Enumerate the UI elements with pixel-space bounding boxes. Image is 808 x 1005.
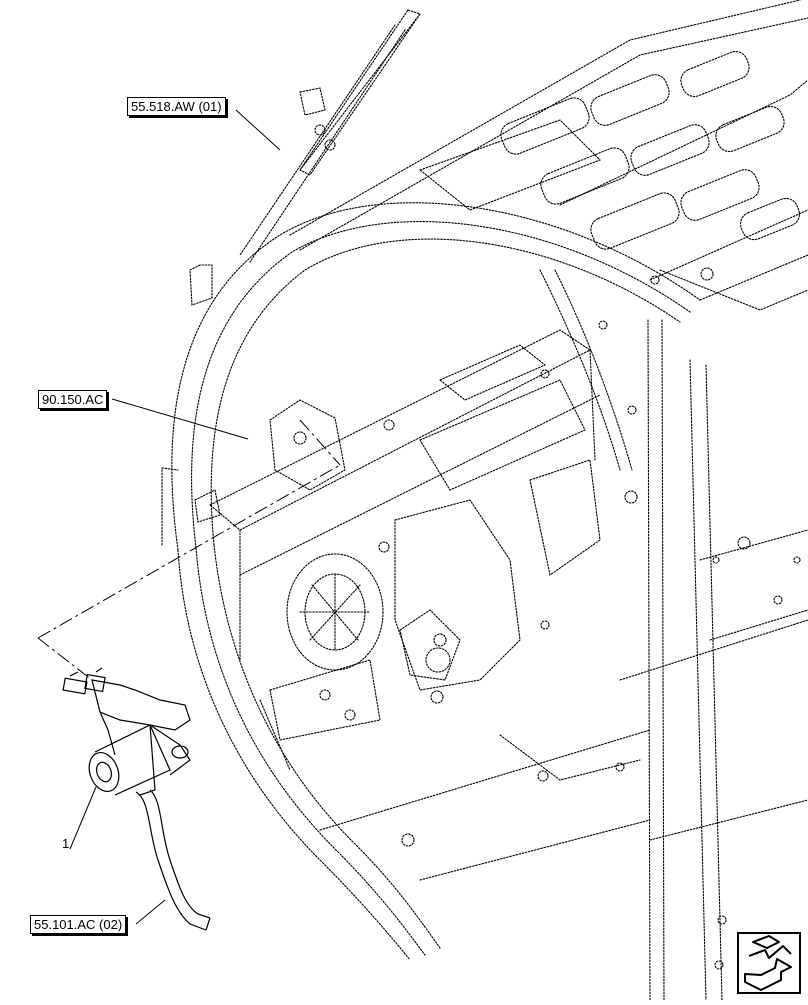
wiring-harness-reference-label[interactable]: 55.101.AC (02): [30, 915, 127, 934]
wiper-arm-drawing: [189, 9, 421, 306]
wiper-arm-reference-label[interactable]: 55.518.AW (01): [127, 97, 226, 116]
leader-lines: [69, 109, 281, 925]
heater-housing: [378, 459, 601, 704]
cab-roof: [289, 0, 808, 311]
part-number-label: 1: [62, 836, 70, 851]
next-page-arrow-icon: [744, 935, 792, 991]
phantom-lines: [37, 419, 341, 681]
next-page-button[interactable]: [737, 932, 801, 994]
cab-rear-pillars: [539, 269, 723, 1001]
wiper-motor-drawing: [62, 667, 211, 931]
blower-fan: [259, 553, 384, 771]
cab-floor: [319, 529, 808, 970]
dashboard-frame: [194, 329, 601, 661]
cab-arch: [161, 202, 701, 961]
cab-frame-reference-label[interactable]: 90.150.AC: [38, 390, 108, 409]
